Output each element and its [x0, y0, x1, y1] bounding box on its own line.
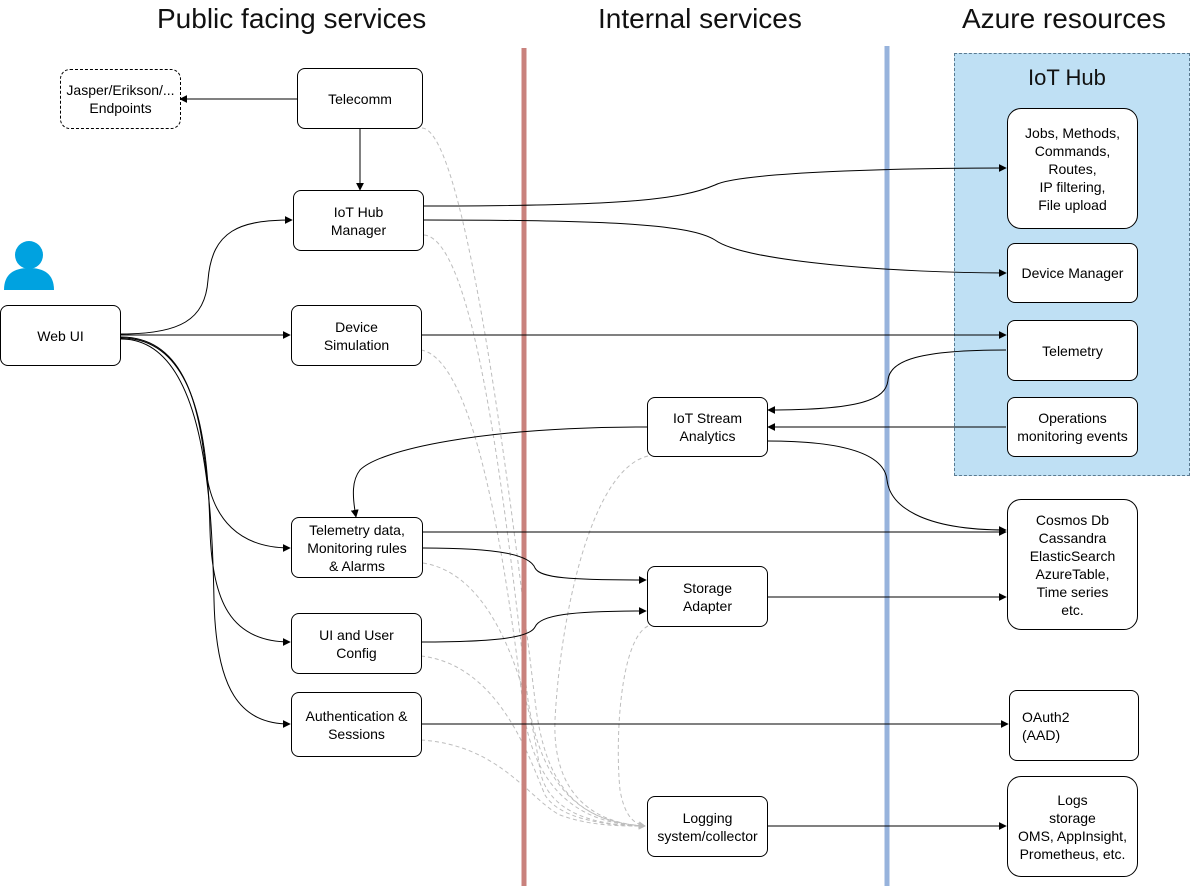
link-stream-telemetryrules — [350, 426, 649, 518]
link-telemetry-stream — [767, 349, 1007, 414]
link-auth-logging — [420, 739, 646, 830]
link-devsim-logging — [420, 349, 646, 830]
link-uiconfig-storage — [420, 607, 647, 643]
link-stream-databases — [766, 440, 1007, 534]
link-storage-logging — [617, 625, 649, 829]
node-logs-storage: Logs storage OMS, AppInsight, Prometheus… — [1007, 776, 1138, 877]
section-title-internal: Internal services — [598, 3, 802, 34]
iot-hub-title: IoT Hub — [1028, 65, 1106, 90]
link-iothubmgr-devicemgr — [423, 219, 1007, 277]
node-web-ui: Web UI — [0, 305, 121, 366]
section-title-public: Public facing services — [157, 3, 427, 34]
link-iothubmgr-logging — [423, 234, 646, 830]
node-stream-analytics: IoT Stream Analytics — [647, 397, 768, 457]
node-oauth: OAuth2 (AAD) — [1009, 690, 1139, 761]
link-telecomm-logging — [421, 127, 646, 830]
link-telemetryrules-logging — [422, 562, 646, 830]
node-endpoints: Jasper/Erikson/... Endpoints — [60, 69, 181, 129]
link-telemetryrules-storage — [422, 547, 647, 584]
node-telecomm: Telecomm — [297, 68, 423, 129]
node-databases: Cosmos Db Cassandra ElasticSearch AzureT… — [1007, 499, 1138, 630]
user-icon — [4, 241, 54, 290]
link-stream-logging — [554, 455, 649, 830]
link-webui-uiconfig — [120, 337, 291, 646]
node-telemetry-rules: Telemetry data, Monitoring rules & Alarm… — [291, 517, 423, 578]
node-operations-events: Operations monitoring events — [1007, 397, 1138, 457]
logging-links — [420, 127, 649, 830]
node-ui-user-config: UI and User Config — [291, 613, 422, 674]
node-telemetry: Telemetry — [1007, 320, 1138, 381]
node-storage-adapter: Storage Adapter — [647, 566, 768, 627]
node-iot-hub-manager: IoT Hub Manager — [293, 190, 424, 251]
link-uiconfig-logging — [420, 655, 646, 830]
link-webui-telemetryrules — [120, 336, 291, 552]
node-logging: Logging system/collector — [647, 796, 768, 857]
node-device-manager: Device Manager — [1007, 243, 1138, 303]
node-device-simulation: Device Simulation — [291, 305, 422, 366]
link-iothubmgr-jobs — [423, 164, 1007, 207]
solid-connectors — [120, 95, 1009, 830]
link-webui-iothubmgr — [120, 216, 293, 335]
section-title-azure: Azure resources — [962, 3, 1166, 34]
link-webui-auth — [120, 338, 291, 728]
node-jobs-methods: Jobs, Methods, Commands, Routes, IP filt… — [1007, 108, 1138, 229]
node-auth-sessions: Authentication & Sessions — [291, 692, 422, 757]
